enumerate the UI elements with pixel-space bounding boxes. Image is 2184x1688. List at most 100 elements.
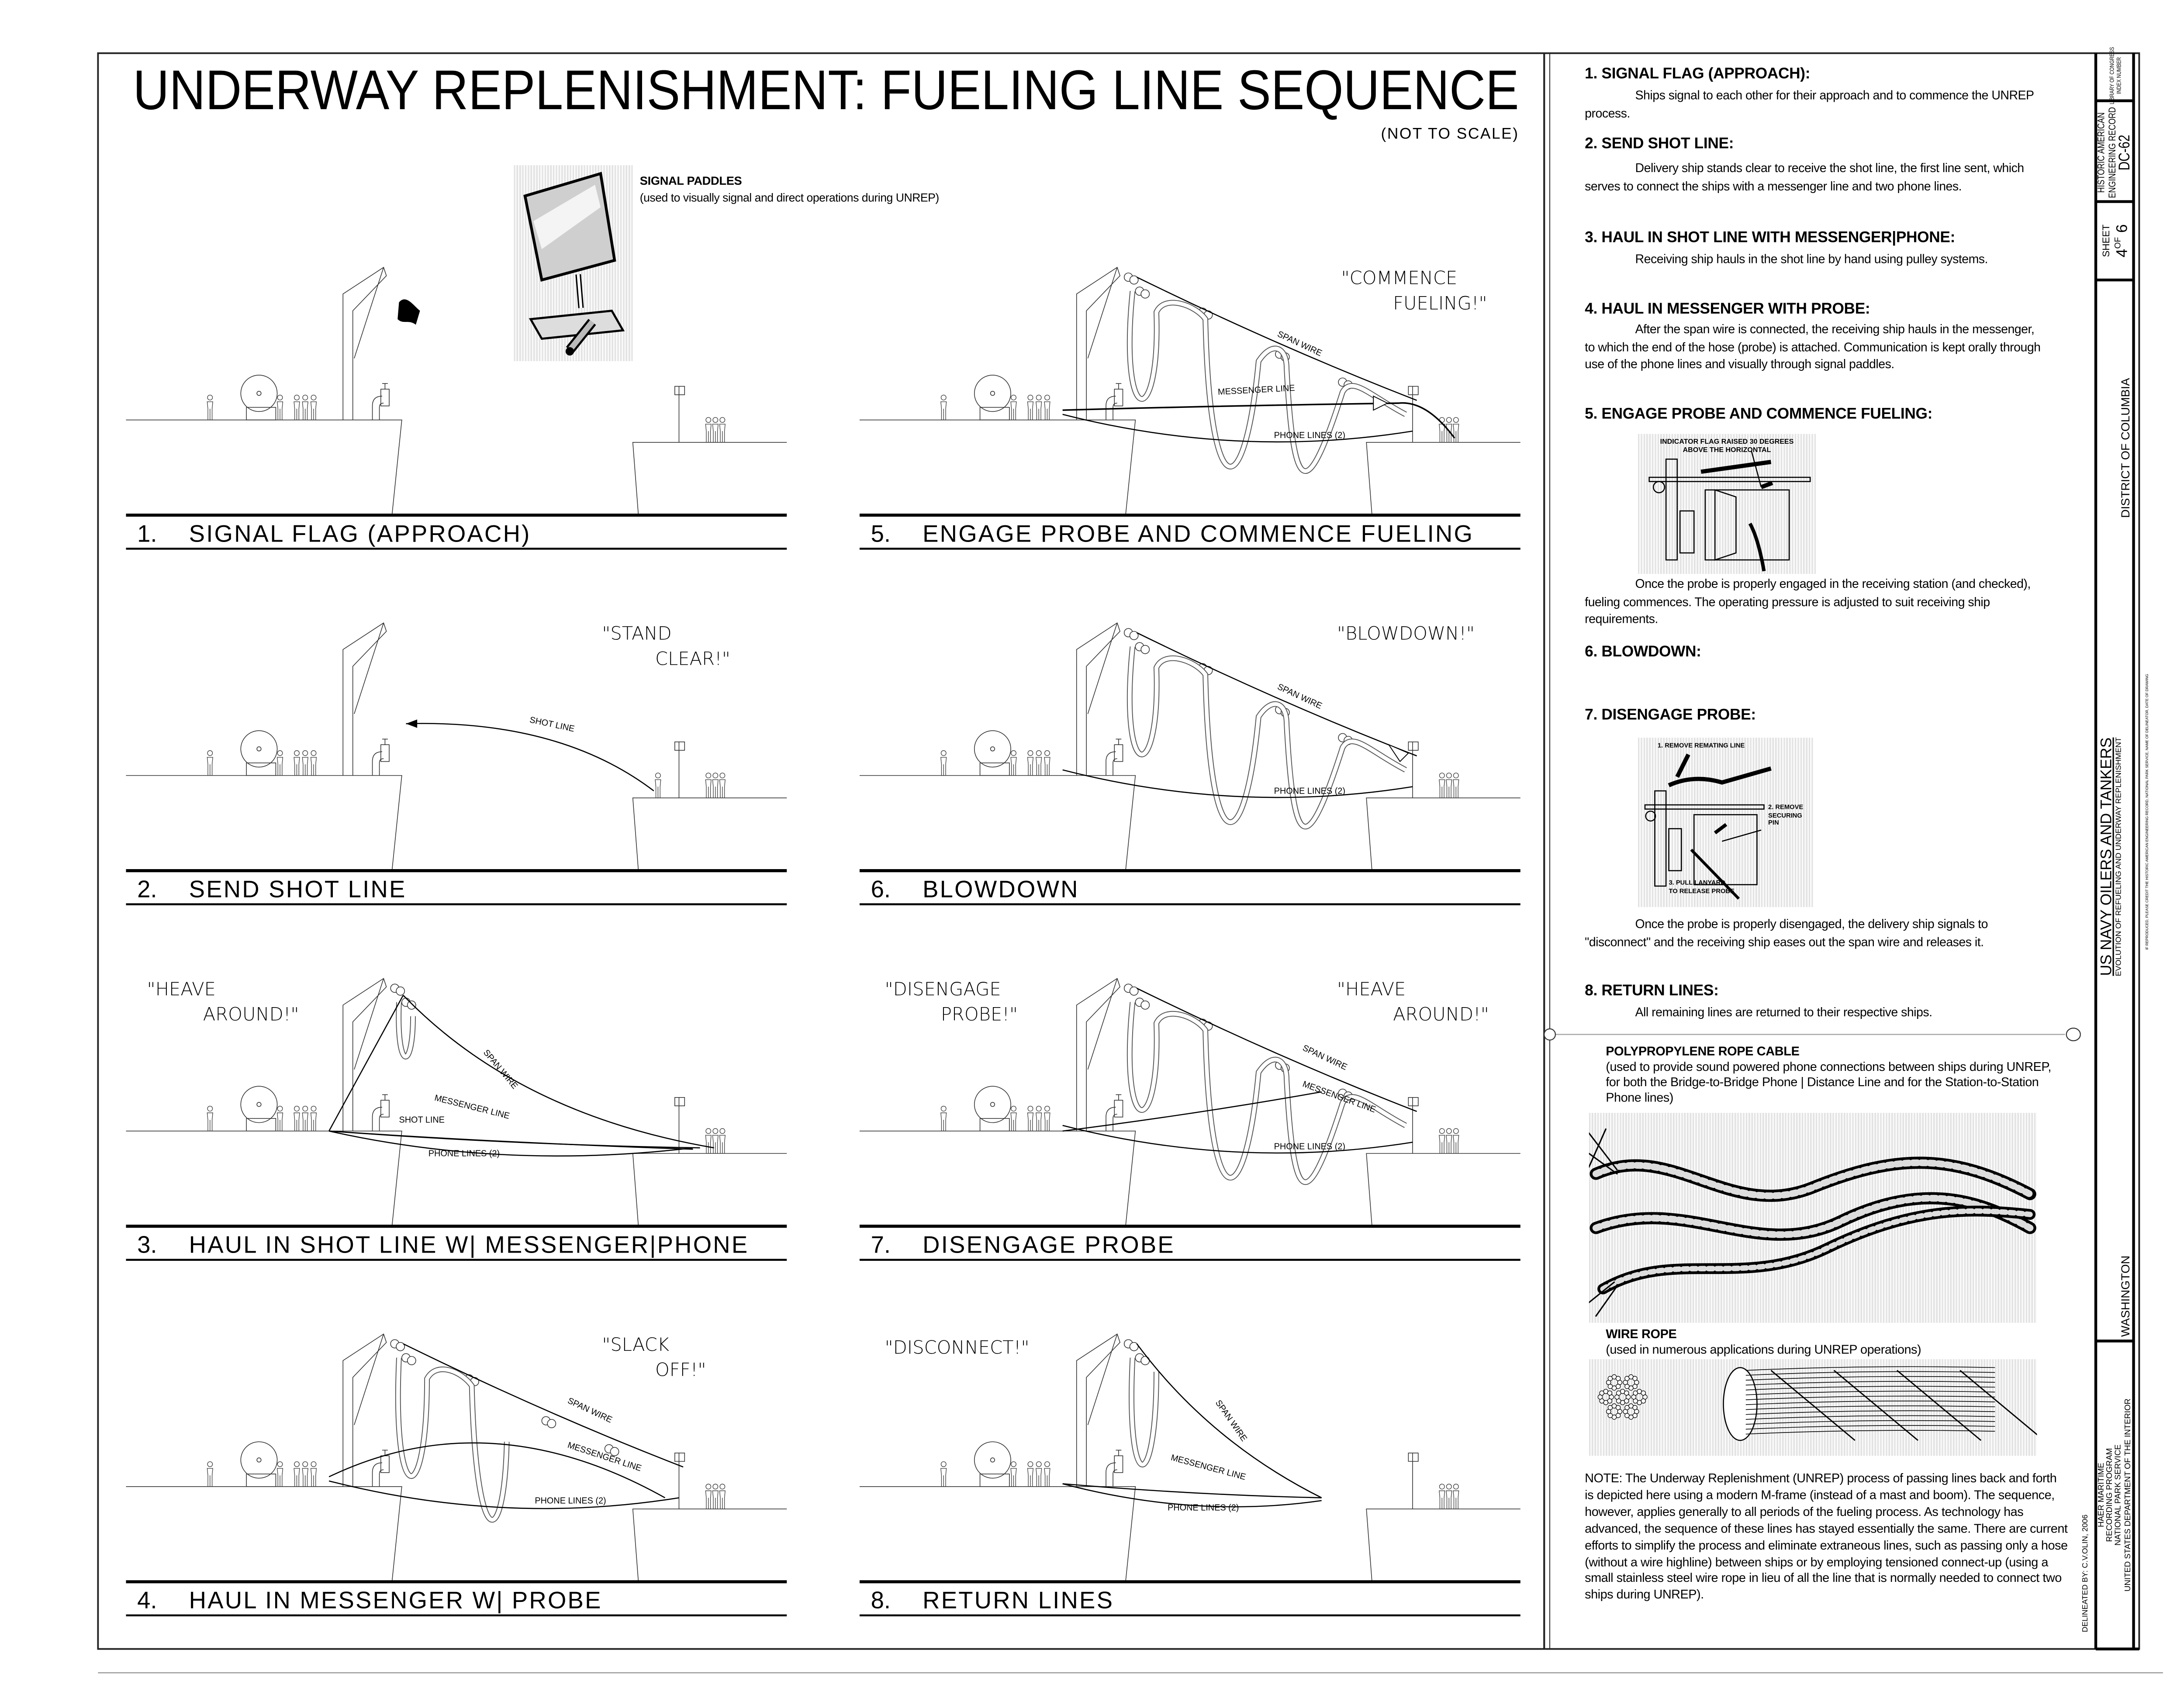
crew-body xyxy=(1027,1112,1034,1131)
probe-icon xyxy=(1373,395,1389,411)
org-line-1: HAER MARITIME xyxy=(2098,1463,2107,1527)
receiving-station-post xyxy=(1408,1097,1419,1154)
crew-head xyxy=(1036,1106,1042,1112)
crew-figure xyxy=(1036,1106,1042,1131)
line-label: MESSENGER LINE xyxy=(1218,383,1295,397)
crew-head xyxy=(1439,1128,1445,1134)
receiving-station-post xyxy=(674,1453,685,1509)
span-wire xyxy=(403,994,714,1149)
m-frame-brace xyxy=(1087,1334,1118,1426)
crew-head xyxy=(277,1106,283,1112)
crew-body xyxy=(276,401,283,420)
wire-strand-line xyxy=(1745,1371,1995,1376)
panel-title: SIGNAL FLAG (APPROACH) xyxy=(189,520,531,547)
crew-body xyxy=(1036,1112,1042,1131)
crew-head xyxy=(1036,1461,1042,1467)
step-1-heading: 1. SIGNAL FLAG (APPROACH): xyxy=(1585,66,1811,83)
m-frame xyxy=(1076,1333,1120,1487)
pulley-icon xyxy=(1129,986,1139,996)
pulley-icon xyxy=(1140,289,1150,299)
wire-rope-icon xyxy=(1597,1366,2045,1441)
winch-drum xyxy=(974,1086,1011,1123)
pulley-icon xyxy=(407,1356,416,1365)
crew-figure xyxy=(207,1461,213,1487)
span-wire xyxy=(1136,632,1417,756)
record-number: DC-62 xyxy=(2117,135,2134,171)
step-4-text: After the span wire is connected, the re… xyxy=(1585,322,2041,371)
crew-head xyxy=(294,1461,300,1467)
m-frame xyxy=(342,978,387,1131)
crew-head xyxy=(1044,1106,1050,1112)
rope-strands-icon xyxy=(1588,1128,2036,1317)
fuel-hose xyxy=(1127,1002,1407,1185)
crew-head xyxy=(1027,394,1033,400)
crew-body xyxy=(1027,757,1034,776)
loc-label-2: INDEX NUMBER xyxy=(2115,57,2122,94)
receiving-station-post xyxy=(674,741,685,798)
crew-body xyxy=(940,401,947,420)
wire-strand xyxy=(1624,1390,1629,1396)
crew-head xyxy=(1027,750,1033,756)
rope-cable-heading: POLYPROPYLENE ROPE CABLE xyxy=(1606,1044,1800,1059)
crew-body xyxy=(1439,424,1445,442)
winch-base xyxy=(979,407,1010,421)
valve-handle xyxy=(1116,1450,1122,1456)
crew-figure xyxy=(302,750,308,776)
fuel-riser xyxy=(1106,1462,1117,1487)
arrow-icon xyxy=(406,719,418,728)
crew-head xyxy=(705,773,712,779)
panels: 1.SIGNAL FLAG (APPROACH)2.SEND SHOT LINE… xyxy=(126,266,1521,1616)
valve-handle xyxy=(1116,383,1122,390)
crew-figure xyxy=(276,750,283,776)
crew-head xyxy=(302,750,308,756)
wire-strand xyxy=(1615,1405,1621,1410)
wire-strand-line xyxy=(1745,1420,1995,1425)
receiving-ship-hull xyxy=(632,797,787,871)
wire-strand xyxy=(1632,1376,1638,1381)
crew-figure xyxy=(207,750,213,776)
strand-boundary xyxy=(1896,1370,1982,1441)
org-line-2: RECORDING PROGRAM xyxy=(2107,1448,2115,1542)
m-frame-brace xyxy=(354,978,384,1070)
fuel-riser xyxy=(372,751,384,776)
crew-body xyxy=(1439,1135,1445,1154)
section-marker-right xyxy=(2066,1028,2081,1042)
valve-handle xyxy=(382,739,388,745)
crew-figure xyxy=(310,394,317,420)
crew-body xyxy=(1044,401,1051,420)
crew-body xyxy=(310,401,317,420)
crew-figure xyxy=(310,750,317,776)
valve-handle xyxy=(1116,739,1122,745)
fuel-hose-inner xyxy=(1127,291,1406,473)
crew-body xyxy=(712,424,719,442)
crew-figure xyxy=(1453,1484,1459,1509)
crew-figure xyxy=(294,394,300,420)
panel-title: HAUL IN MESSENGER W| PROBE xyxy=(189,1587,602,1614)
step-8-text: All remaining lines are returned to thei… xyxy=(1635,1005,1932,1019)
valve-handle xyxy=(1116,1094,1122,1101)
step-1-text: Ships signal to each other for their app… xyxy=(1585,88,2034,120)
org-line-4: UNITED STATES DEPARTMENT OF THE INTERIOR xyxy=(2124,1398,2133,1591)
winch-hub xyxy=(990,391,995,396)
winch-hub xyxy=(256,1457,262,1463)
crew-body xyxy=(940,1468,947,1487)
crew-head xyxy=(719,1128,726,1134)
line-label: PHONE LINES (2) xyxy=(535,1496,606,1505)
crew-body xyxy=(712,1135,719,1154)
speech-quote: AROUND!" xyxy=(203,1004,299,1025)
crew-figure xyxy=(1044,750,1051,776)
crew-head xyxy=(940,750,947,756)
m-frame-brace xyxy=(354,1334,384,1426)
rope-cable-caption: (used to provide sound powered phone con… xyxy=(1606,1060,2051,1105)
strand-boundary xyxy=(1833,1370,1918,1441)
crew-body xyxy=(1453,1135,1459,1154)
messenger-line xyxy=(1062,1483,1322,1498)
fuel-riser xyxy=(1106,396,1117,420)
crew-figure xyxy=(1010,750,1017,776)
crew-body xyxy=(1036,1468,1042,1487)
line-label: SPAN WIRE xyxy=(1301,1043,1349,1072)
crew-head xyxy=(1453,417,1459,423)
pulley-icon xyxy=(547,1419,556,1429)
project-subtitle: EVOLUTION OF REFUELING AND UNDERWAY REPL… xyxy=(2115,737,2124,977)
crew-body xyxy=(1446,1490,1452,1509)
